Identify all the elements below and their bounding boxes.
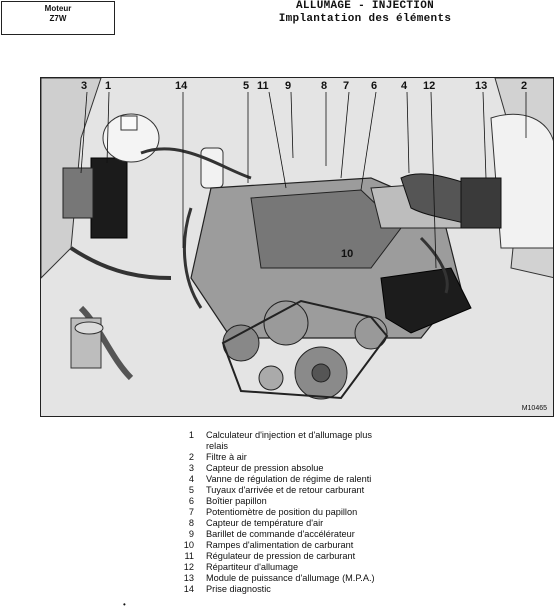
legend-item: 3 Capteur de pression absolue [168,463,548,474]
legend-item: 6 Boîtier papillon [168,496,548,507]
legend-number: 3 [188,463,194,473]
legend-item: 10 Rampes d'alimentation de carburant [168,540,548,551]
legend-item: 7 Potentiomètre de position du papillon [168,507,548,518]
callout-10: 10 [341,248,354,260]
legend-text: Rampes d'alimentation de carburant [206,540,354,550]
legend-item: 4 Vanne de régulation de régime de ralent… [168,474,548,485]
legend-text: Régulateur de pression de carburant [206,551,356,561]
legend-text: Calculateur d'injection et d'allumage pl… [206,430,372,440]
legend-text: relais [206,441,228,451]
legend-item: 8 Capteur de température d'air [168,518,548,529]
callout-4: 4 [401,80,408,92]
callout-8: 8 [321,80,328,92]
callout-2: 2 [521,80,528,92]
legend-item: 14 Prise diagnostic [168,584,548,595]
figure-reference: M10465 [521,405,547,412]
page-title-line2: Implantation des éléments [278,13,452,25]
legend-number: 14 [183,584,194,594]
legend-number: 8 [188,518,194,528]
page-title-line1: ALLUMAGE - INJECTION [295,0,435,12]
legend-text: Module de puissance d'allumage (M.P.A.) [206,573,375,583]
callout-7: 7 [343,80,350,92]
callout-6: 6 [371,80,378,92]
stray-dot: • [123,600,126,609]
legend-text: Tuyaux d'arrivée et de retour carburant [206,485,365,495]
legend-text: Capteur de température d'air [206,518,324,528]
engine-drawing [41,78,553,416]
legend-text: Prise diagnostic [206,584,271,594]
legend-number: 2 [188,452,194,462]
engine-label-box: Moteur Z7W [1,1,115,35]
legend-item: 12 Répartiteur d'allumage [168,562,548,573]
legend-number: 1 [188,430,194,440]
callout-11: 11 [257,80,269,92]
legend-number: 7 [188,507,194,517]
engine-bay-illustration: 3 1 14 5 11 9 8 7 6 4 12 13 2 10 M10465 [40,77,554,417]
legend-text: Potentiomètre de position du papillon [206,507,358,517]
callout-14: 14 [175,80,188,92]
legend-text: Vanne de régulation de régime de ralenti [206,474,372,484]
legend-number: 11 [184,551,194,561]
callout-5: 5 [243,80,250,92]
legend-item: 1 Calculateur d'injection et d'allumage p… [168,430,548,441]
legend-text: Répartiteur d'allumage [206,562,299,572]
legend-number: 4 [188,474,194,484]
callout-3: 3 [81,80,88,92]
legend-item: 5 Tuyaux d'arrivée et de retour carburant [168,485,548,496]
legend-text: Filtre à air [206,452,247,462]
legend-number: 9 [188,529,194,539]
legend-item: relais [168,441,548,452]
legend-number [168,441,206,452]
legend-item: 11 Régulateur de pression de carburant [168,551,548,562]
engine-code: Z7W [49,14,67,23]
callout-13: 13 [475,80,488,92]
page-title: ALLUMAGE - INJECTION Implantation des él… [230,0,500,26]
legend-text: Boîtier papillon [206,496,267,506]
callout-9: 9 [285,80,292,92]
legend-number: 12 [183,562,194,572]
legend-item: 13 Module de puissance d'allumage (M.P.A.… [168,573,548,584]
legend-number: 10 [183,540,194,550]
legend-number: 5 [188,485,194,495]
legend-text: Capteur de pression absolue [206,463,324,473]
callout-1: 1 [105,80,112,92]
legend-item: 9 Barillet de commande d'accélérateur [168,529,548,540]
legend-text: Barillet de commande d'accélérateur [206,529,355,539]
legend-number: 13 [183,573,194,583]
legend-number: 6 [188,496,194,506]
legend-item: 2 Filtre à air [168,452,548,463]
legend-list: 1 Calculateur d'injection et d'allumage p… [168,430,548,595]
engine-label: Moteur [44,4,72,13]
callout-12: 12 [423,80,436,92]
